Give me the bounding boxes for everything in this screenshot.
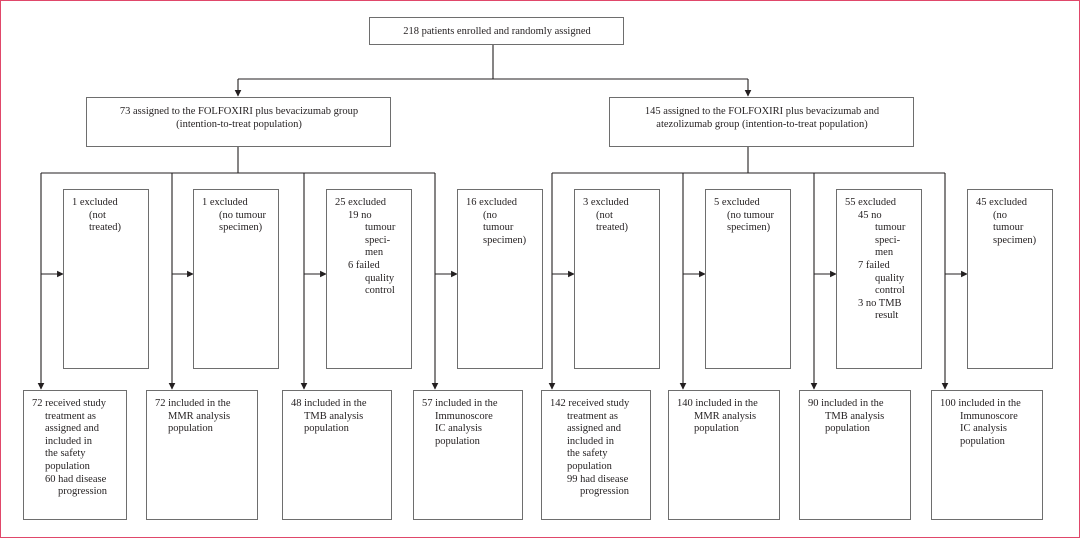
excluded-line: (not <box>89 209 106 221</box>
excluded-line: specimen) <box>219 222 263 234</box>
excluded-line: (not <box>596 209 613 221</box>
outcome-line: MMR analysis <box>694 410 757 422</box>
excluded-box-arm1-immunoscore: 16 excluded (no tumour specimen) <box>457 189 543 369</box>
excluded-line: quality <box>365 272 395 284</box>
outcome-line: Immunoscore <box>435 410 493 422</box>
excluded-line: (no tumour <box>219 209 266 221</box>
excluded-box-arm1-mmr: 1 excluded (no tumour specimen) <box>193 189 279 369</box>
excluded-line: tumour <box>875 222 906 234</box>
excluded-box-arm2-immunoscore: 45 excluded (no tumour specimen) <box>967 189 1053 369</box>
excluded-line: treated) <box>596 222 629 234</box>
excluded-line: treated) <box>89 222 122 234</box>
excluded-line: tumour <box>483 222 514 234</box>
arm-line2: (intention-to-treat population) <box>176 118 302 130</box>
arm-line2: atezolizumab group (intention-to-treat p… <box>656 118 868 130</box>
excluded-line: specimen) <box>727 222 771 234</box>
excluded-line: men <box>875 247 894 259</box>
excluded-line: (no <box>483 209 497 221</box>
outcome-line: IC analysis <box>435 423 482 435</box>
excluded-line: specimen) <box>483 234 527 246</box>
excluded-line: 45 no <box>858 209 882 221</box>
outcome-line: 57 included in the <box>422 398 498 409</box>
outcome-line: IC analysis <box>960 423 1007 435</box>
outcome-box-arm2-mmr: 140 included in the MMR analysis populat… <box>668 390 780 520</box>
excluded-box-arm2-mmr: 5 excluded (no tumour specimen) <box>705 189 791 369</box>
excluded-line: tumour <box>993 222 1024 234</box>
outcome-line: Immunoscore <box>960 410 1018 422</box>
outcome-line: progression <box>580 486 629 498</box>
excluded-line: 1 excluded <box>72 197 118 208</box>
outcome-line: the safety <box>567 448 608 460</box>
arm-line1: 145 assigned to the FOLFOXIRI plus bevac… <box>644 106 880 117</box>
excluded-line: 6 failed <box>348 259 380 271</box>
outcome-line: the safety <box>45 448 86 460</box>
excluded-line: 1 excluded <box>202 197 248 208</box>
outcome-line: progression <box>58 486 107 498</box>
outcome-line: 99 had disease <box>567 473 629 485</box>
outcome-line: 72 received study <box>32 398 107 409</box>
outcome-line: population <box>304 423 349 435</box>
arm-line1: 73 assigned to the FOLFOXIRI plus bevaci… <box>119 106 359 117</box>
outcome-line: 100 included in the <box>940 398 1021 409</box>
excluded-line: 3 excluded <box>583 197 629 208</box>
outcome-box-arm2-tmb: 90 included in the TMB analysis populati… <box>799 390 911 520</box>
outcome-box-arm2-safety: 142 received study treatment as assigned… <box>541 390 651 520</box>
excluded-line: speci- <box>875 234 901 246</box>
outcome-box-arm2-immunoscore: 100 included in the Immunoscore IC analy… <box>931 390 1043 520</box>
outcome-line: treatment as <box>567 410 619 422</box>
excluded-line: specimen) <box>993 234 1037 246</box>
outcome-box-arm1-tmb: 48 included in the TMB analysis populati… <box>282 390 392 520</box>
excluded-line: quality <box>875 272 905 284</box>
enrollment-label: 218 patients enrolled and randomly assig… <box>403 26 591 37</box>
outcome-line: TMB analysis <box>304 410 364 422</box>
excluded-line: men <box>365 247 384 259</box>
outcome-line: population <box>825 423 870 435</box>
excluded-line: result <box>875 310 899 322</box>
excluded-line: control <box>365 285 395 297</box>
excluded-line: (no <box>993 209 1007 221</box>
excluded-line: control <box>875 285 905 297</box>
outcome-line: TMB analysis <box>825 410 885 422</box>
excluded-box-arm2-tmb: 55 excluded 45 no tumour speci- men 7 fa… <box>836 189 922 369</box>
excluded-line: 55 excluded <box>845 197 897 208</box>
arm-box-folfoxiri-bev-atezo: 145 assigned to the FOLFOXIRI plus bevac… <box>609 97 914 147</box>
excluded-line: 45 excluded <box>976 197 1028 208</box>
excluded-box-arm1-safety: 1 excluded (not treated) <box>63 189 149 369</box>
outcome-line: included in <box>45 435 92 447</box>
outcome-line: 140 included in the <box>677 398 758 409</box>
excluded-box-arm1-tmb: 25 excluded 19 no tumour speci- men 6 fa… <box>326 189 412 369</box>
outcome-box-arm1-mmr: 72 included in the MMR analysis populati… <box>146 390 258 520</box>
outcome-line: treatment as <box>45 410 97 422</box>
outcome-line: 90 included in the <box>808 398 884 409</box>
outcome-box-arm1-safety: 72 received study treatment as assigned … <box>23 390 127 520</box>
excluded-box-arm2-safety: 3 excluded (not treated) <box>574 189 660 369</box>
outcome-line: MMR analysis <box>168 410 231 422</box>
excluded-line: 25 excluded <box>335 197 387 208</box>
outcome-line: included in <box>567 435 614 447</box>
excluded-line: 7 failed <box>858 259 890 271</box>
outcome-line: 48 included in the <box>291 398 367 409</box>
excluded-line: tumour <box>365 222 396 234</box>
outcome-line: population <box>567 460 612 472</box>
excluded-line: 19 no <box>348 209 372 221</box>
enrollment-box: 218 patients enrolled and randomly assig… <box>369 17 624 45</box>
excluded-line: 16 excluded <box>466 197 518 208</box>
excluded-line: speci- <box>365 234 391 246</box>
outcome-line: population <box>960 435 1005 447</box>
outcome-line: population <box>168 423 213 435</box>
excluded-line: (no tumour <box>727 209 774 221</box>
outcome-line: population <box>694 423 739 435</box>
outcome-line: assigned and <box>567 423 621 435</box>
outcome-line: assigned and <box>45 423 99 435</box>
excluded-line: 5 excluded <box>714 197 760 208</box>
outcome-line: population <box>45 460 90 472</box>
arm-box-folfoxiri-bev: 73 assigned to the FOLFOXIRI plus bevaci… <box>86 97 391 147</box>
outcome-line: 72 included in the <box>155 398 231 409</box>
outcome-line: population <box>435 435 480 447</box>
excluded-line: 3 no TMB <box>858 297 902 309</box>
outcome-box-arm1-immunoscore: 57 included in the Immunoscore IC analys… <box>413 390 523 520</box>
outcome-line: 60 had disease <box>45 473 107 485</box>
outcome-line: 142 received study <box>550 398 630 409</box>
